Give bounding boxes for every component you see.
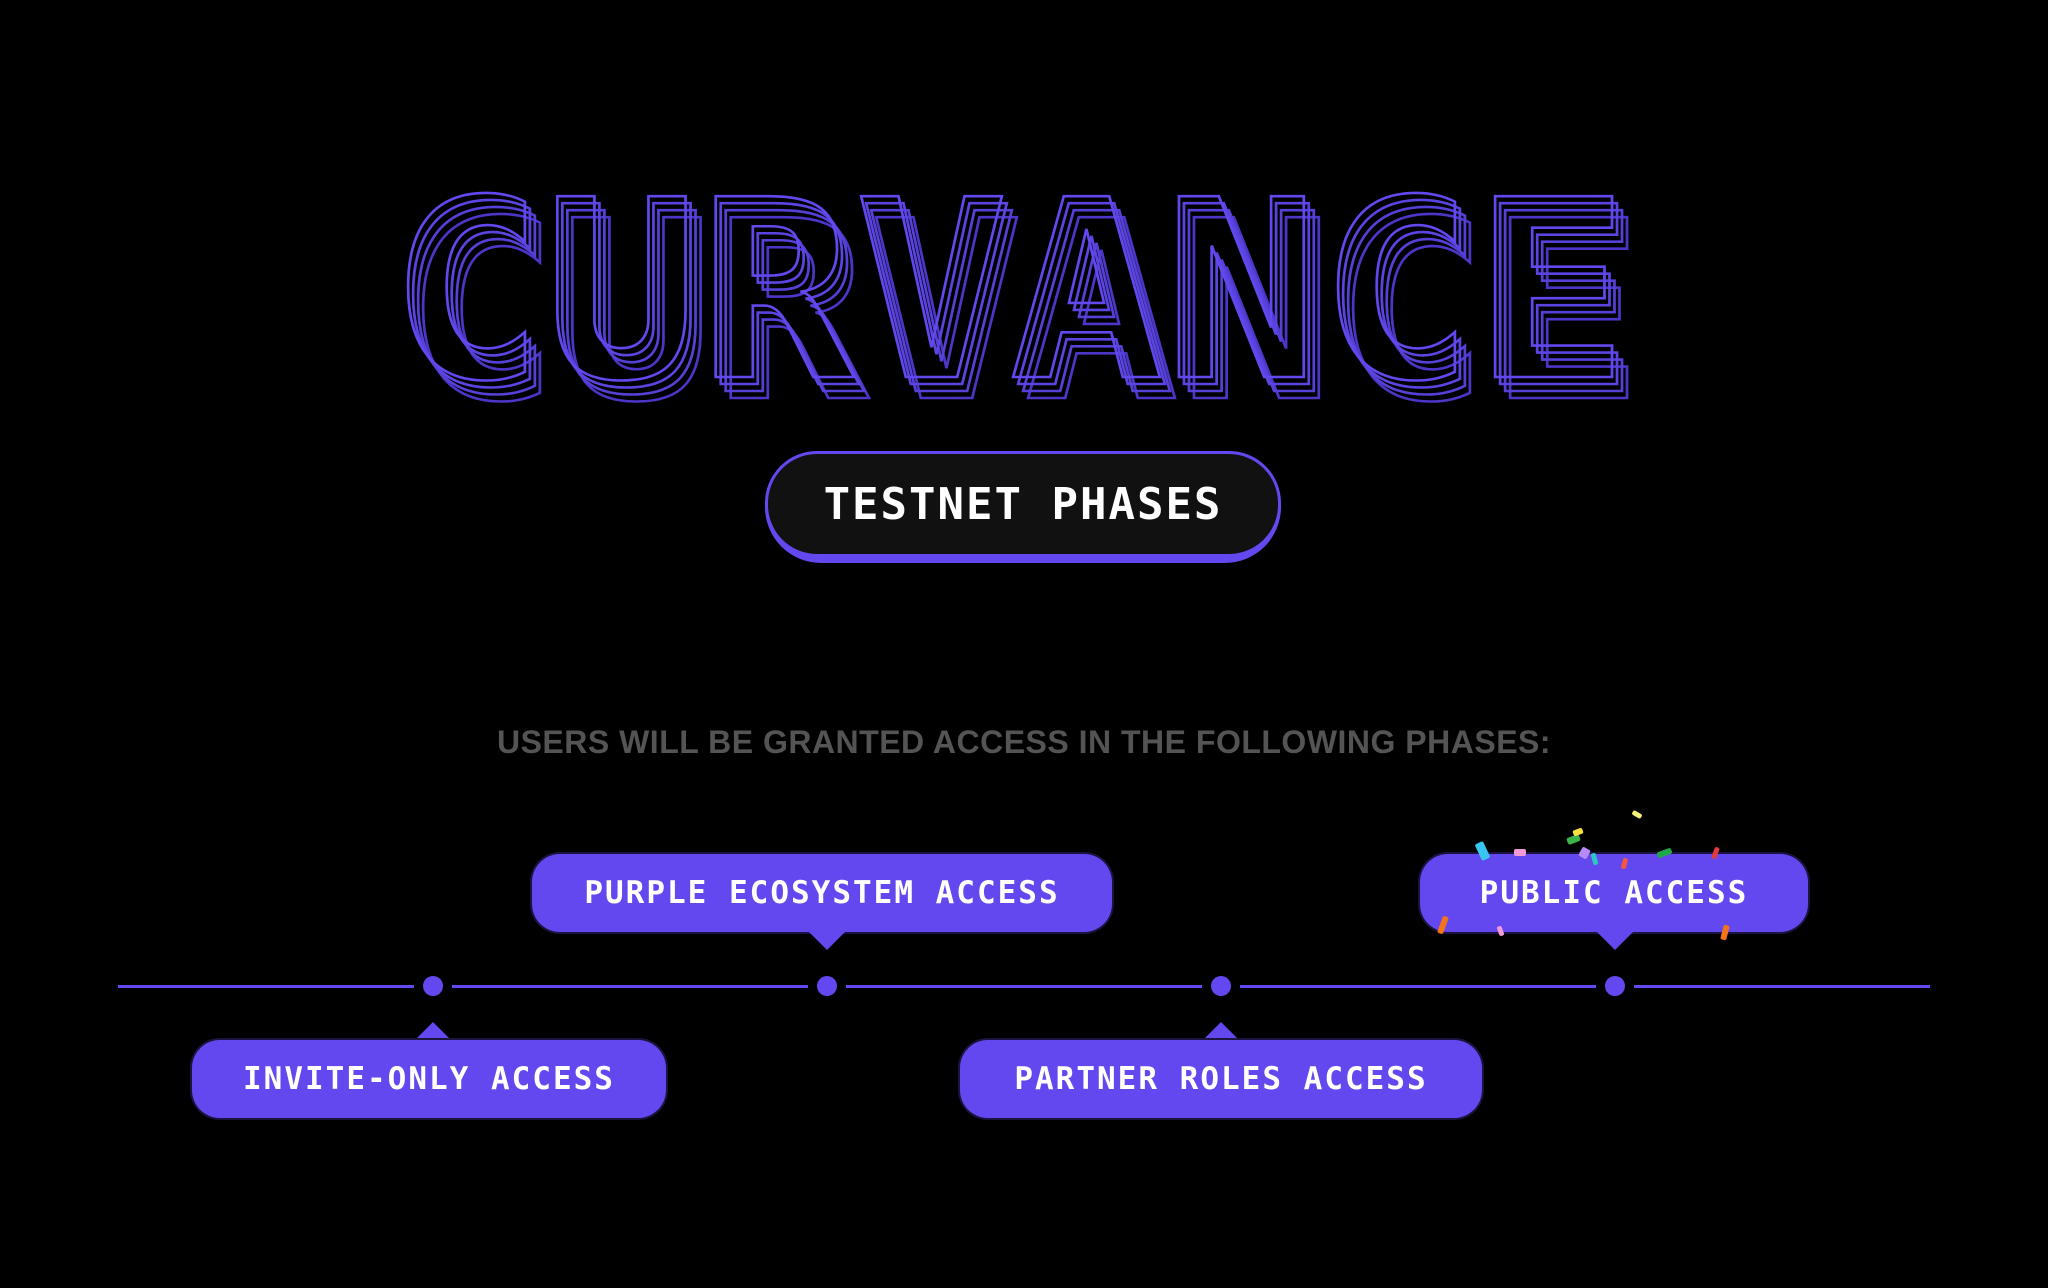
phase-purple-ecosystem: PURPLE ECOSYSTEM ACCESS: [532, 854, 1112, 932]
phase-invite-only: INVITE-ONLY ACCESS: [192, 1040, 666, 1118]
phase-public-label: PUBLIC ACCESS: [1479, 875, 1749, 911]
timeline-segment: [452, 985, 808, 988]
phase-public: PUBLIC ACCESS: [1420, 854, 1808, 932]
phase-partner-roles: PARTNER ROLES ACCESS: [960, 1040, 1482, 1118]
timeline-segment: [1240, 985, 1596, 988]
timeline-node-4: [1605, 976, 1625, 996]
testnet-phases-badge-inner: TESTNET PHASES: [765, 451, 1281, 557]
testnet-phases-label: TESTNET PHASES: [823, 478, 1223, 530]
testnet-phases-badge: TESTNET PHASES: [765, 451, 1281, 563]
logo-shadow-2: CURVANCE: [399, 162, 1639, 450]
phases-subtitle: USERS WILL BE GRANTED ACCESS IN THE FOLL…: [496, 724, 1552, 760]
phase-invite-only-label: INVITE-ONLY ACCESS: [243, 1061, 615, 1097]
timeline-segment: [118, 985, 414, 988]
timeline-segment: [846, 985, 1202, 988]
phase-purple-ecosystem-label: PURPLE ECOSYSTEM ACCESS: [584, 875, 1060, 911]
phase-partner-roles-label: PARTNER ROLES ACCESS: [1014, 1061, 1428, 1097]
timeline-node-2: [817, 976, 837, 996]
phase-4-pointer: [1595, 930, 1635, 950]
phase-2-pointer: [807, 930, 847, 950]
timeline-segment: [1634, 985, 1930, 988]
logo-shadow-3: CURVANCE: [404, 169, 1644, 457]
phase-1-pointer: [413, 1022, 453, 1042]
logo-front: CURVANCE: [389, 148, 1629, 436]
timeline-node-3: [1211, 976, 1231, 996]
phase-3-pointer: [1201, 1022, 1241, 1042]
timeline-node-1: [423, 976, 443, 996]
logo-shadow-1: CURVANCE: [394, 155, 1634, 443]
confetti-piece: [1514, 849, 1526, 856]
